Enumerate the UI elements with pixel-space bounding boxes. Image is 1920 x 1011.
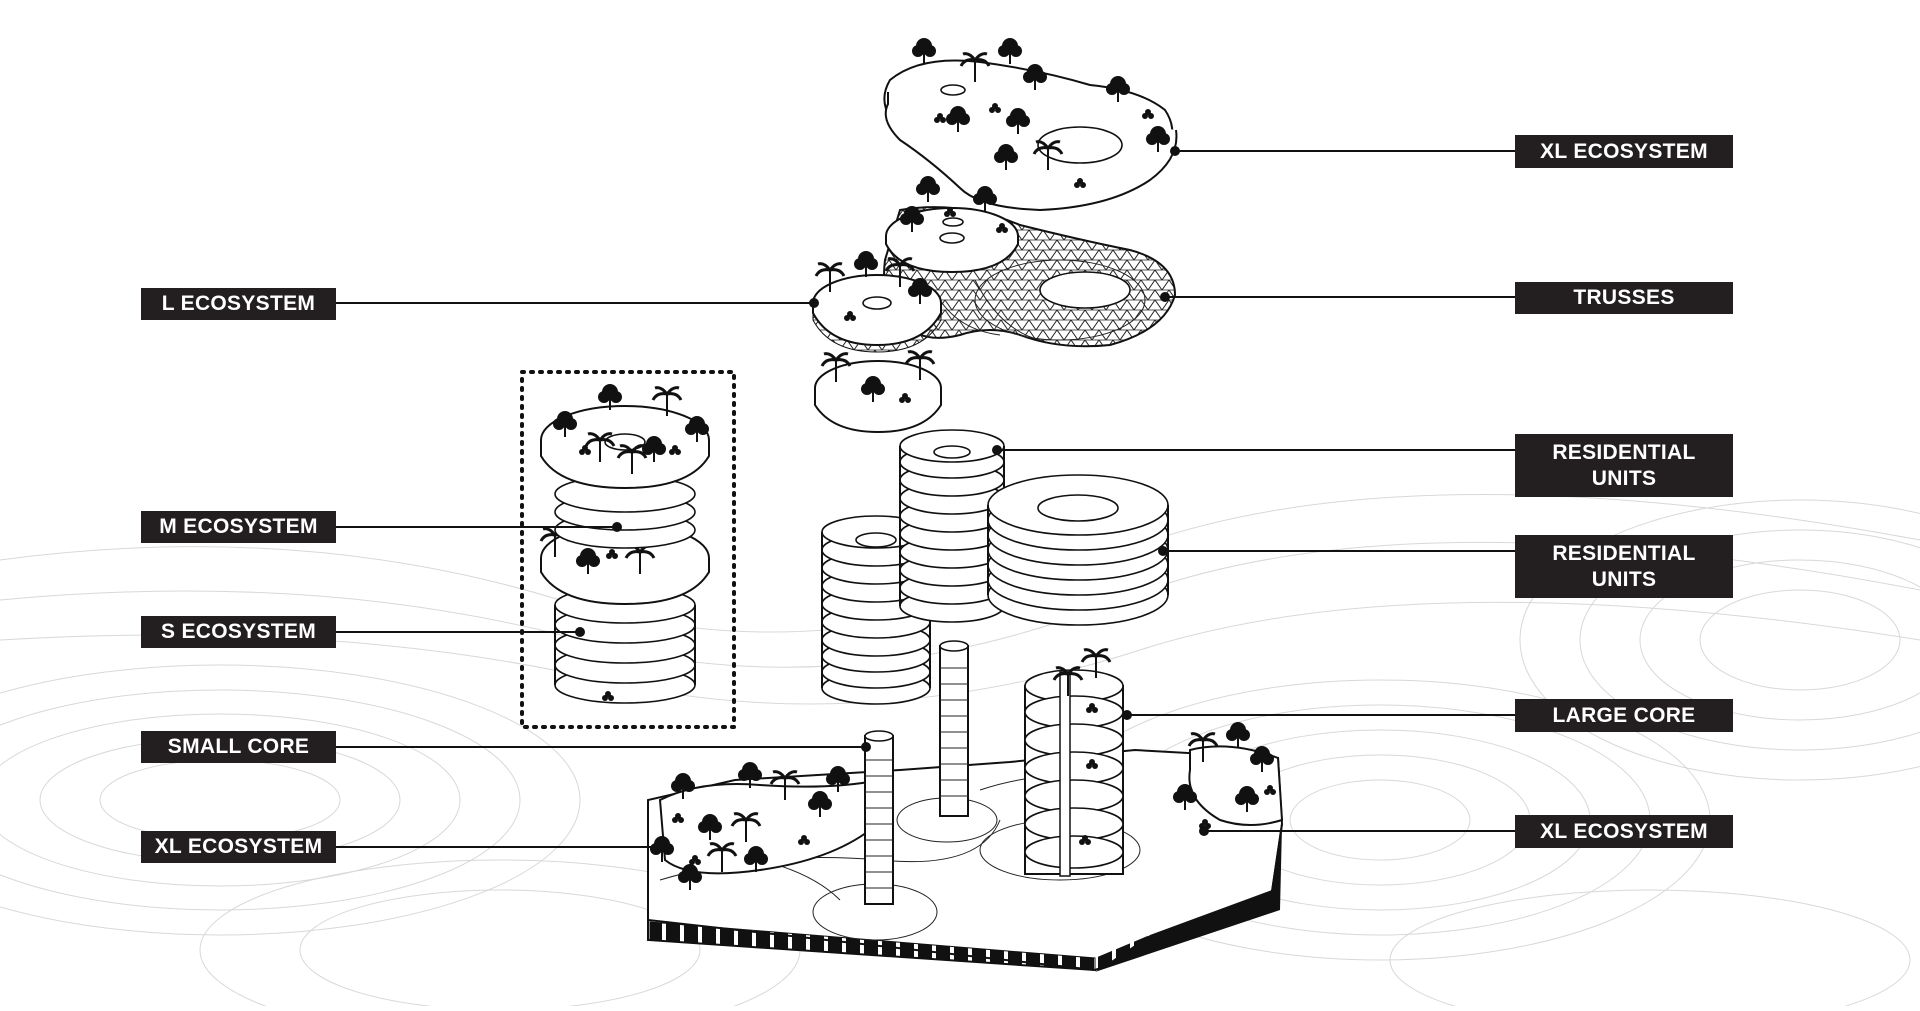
leader-dot-trusses: [1160, 292, 1170, 302]
label-trusses: TRUSSES: [1515, 282, 1733, 314]
leader-lines: [335, 146, 1515, 852]
label-large-core: LARGE CORE: [1515, 699, 1733, 732]
label-m-ecosystem-text: M ECOSYSTEM: [159, 515, 318, 538]
label-residential-units-2-line2: UNITS: [1591, 567, 1657, 591]
leader-dot-xl-ecosystem-right: [1199, 826, 1209, 836]
xl-ecosystem-top-slab: [883, 38, 1178, 212]
label-l-ecosystem-text: L ECOSYSTEM: [161, 292, 316, 315]
label-s-ecosystem: S ECOSYSTEM: [141, 616, 336, 648]
label-m-ecosystem: M ECOSYSTEM: [141, 511, 336, 543]
label-xl-ecosystem-top: XL ECOSYSTEM: [1515, 135, 1733, 168]
small-core: [864, 730, 894, 905]
label-residential-units-1-line2: UNITS: [1591, 466, 1657, 490]
label-trusses-text: TRUSSES: [1573, 286, 1675, 309]
leader-dot-xl-ecosystem-left: [661, 842, 671, 852]
label-small-core: SMALL CORE: [141, 731, 336, 763]
residential-units-large-ring: [987, 474, 1169, 626]
large-core: [1024, 648, 1124, 877]
leader-dot-l-ecosystem: [809, 298, 819, 308]
m-s-ecosystem-module-stack: [539, 384, 710, 704]
label-large-core-text: LARGE CORE: [1552, 703, 1696, 727]
label-xl-ecosystem-right-text: XL ECOSYSTEM: [1540, 819, 1708, 843]
label-xl-ecosystem-top-text: XL ECOSYSTEM: [1540, 139, 1708, 163]
leader-dot-m-ecosystem: [612, 522, 622, 532]
label-xl-ecosystem-right: XL ECOSYSTEM: [1515, 815, 1733, 848]
leader-dot-s-ecosystem: [575, 627, 585, 637]
label-residential-units-1-line1: RESIDENTIAL: [1552, 440, 1696, 464]
l-ecosystem-slab-lower: [814, 350, 942, 434]
label-l-ecosystem: L ECOSYSTEM: [141, 288, 336, 320]
label-small-core-text: SMALL CORE: [167, 735, 310, 758]
label-residential-units-2-line1: RESIDENTIAL: [1552, 541, 1696, 565]
leader-dot-small-core: [861, 742, 871, 752]
label-residential-units-2: RESIDENTIAL UNITS: [1515, 535, 1733, 598]
residential-units-tower-middle: [899, 429, 1005, 623]
leader-dot-xl-ecosystem-top: [1170, 146, 1180, 156]
label-residential-units-1: RESIDENTIAL UNITS: [1515, 434, 1733, 497]
label-s-ecosystem-text: S ECOSYSTEM: [161, 620, 316, 643]
trusses-structure: [883, 176, 1177, 348]
small-core-middle: [939, 640, 969, 817]
l-ecosystem-slab: [812, 251, 942, 353]
leader-dot-large-core: [1122, 710, 1132, 720]
label-xl-ecosystem-left-text: XL ECOSYSTEM: [154, 835, 323, 858]
leader-dot-residential-units-1: [992, 445, 1002, 455]
leader-dot-residential-units-2: [1158, 546, 1168, 556]
label-xl-ecosystem-left: XL ECOSYSTEM: [141, 831, 336, 863]
module-highlight-box: [520, 370, 736, 729]
